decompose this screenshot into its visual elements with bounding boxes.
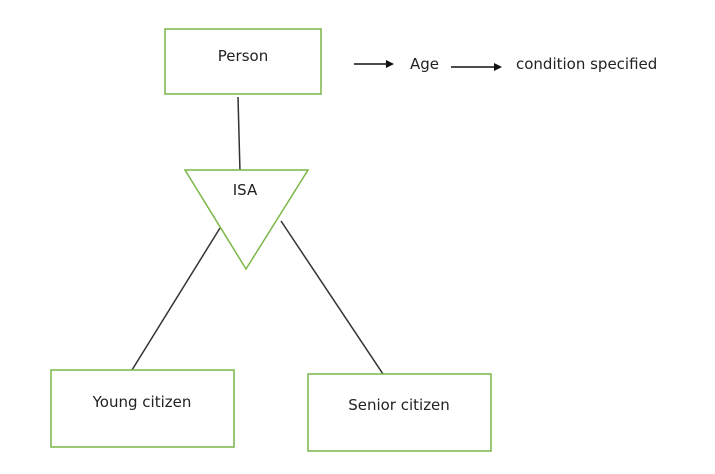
person-label: Person: [218, 47, 268, 65]
condition-label: condition specified: [516, 55, 657, 73]
isa-to-senior-connector: [280, 220, 384, 375]
young-citizen-entity: Young citizen: [50, 369, 235, 448]
age-arrow: [354, 60, 394, 68]
isa-to-young-connector: [131, 227, 221, 371]
person-to-isa-connector: [237, 96, 241, 173]
isa-label: ISA: [233, 181, 258, 199]
senior-citizen-entity: Senior citizen: [307, 373, 492, 452]
young-citizen-label: Young citizen: [92, 393, 192, 411]
isa-triangle: ISA: [183, 169, 310, 271]
condition-arrow: [451, 63, 502, 71]
person-entity: Person: [164, 28, 322, 95]
senior-citizen-label: Senior citizen: [348, 396, 450, 414]
age-label: Age: [410, 55, 439, 73]
